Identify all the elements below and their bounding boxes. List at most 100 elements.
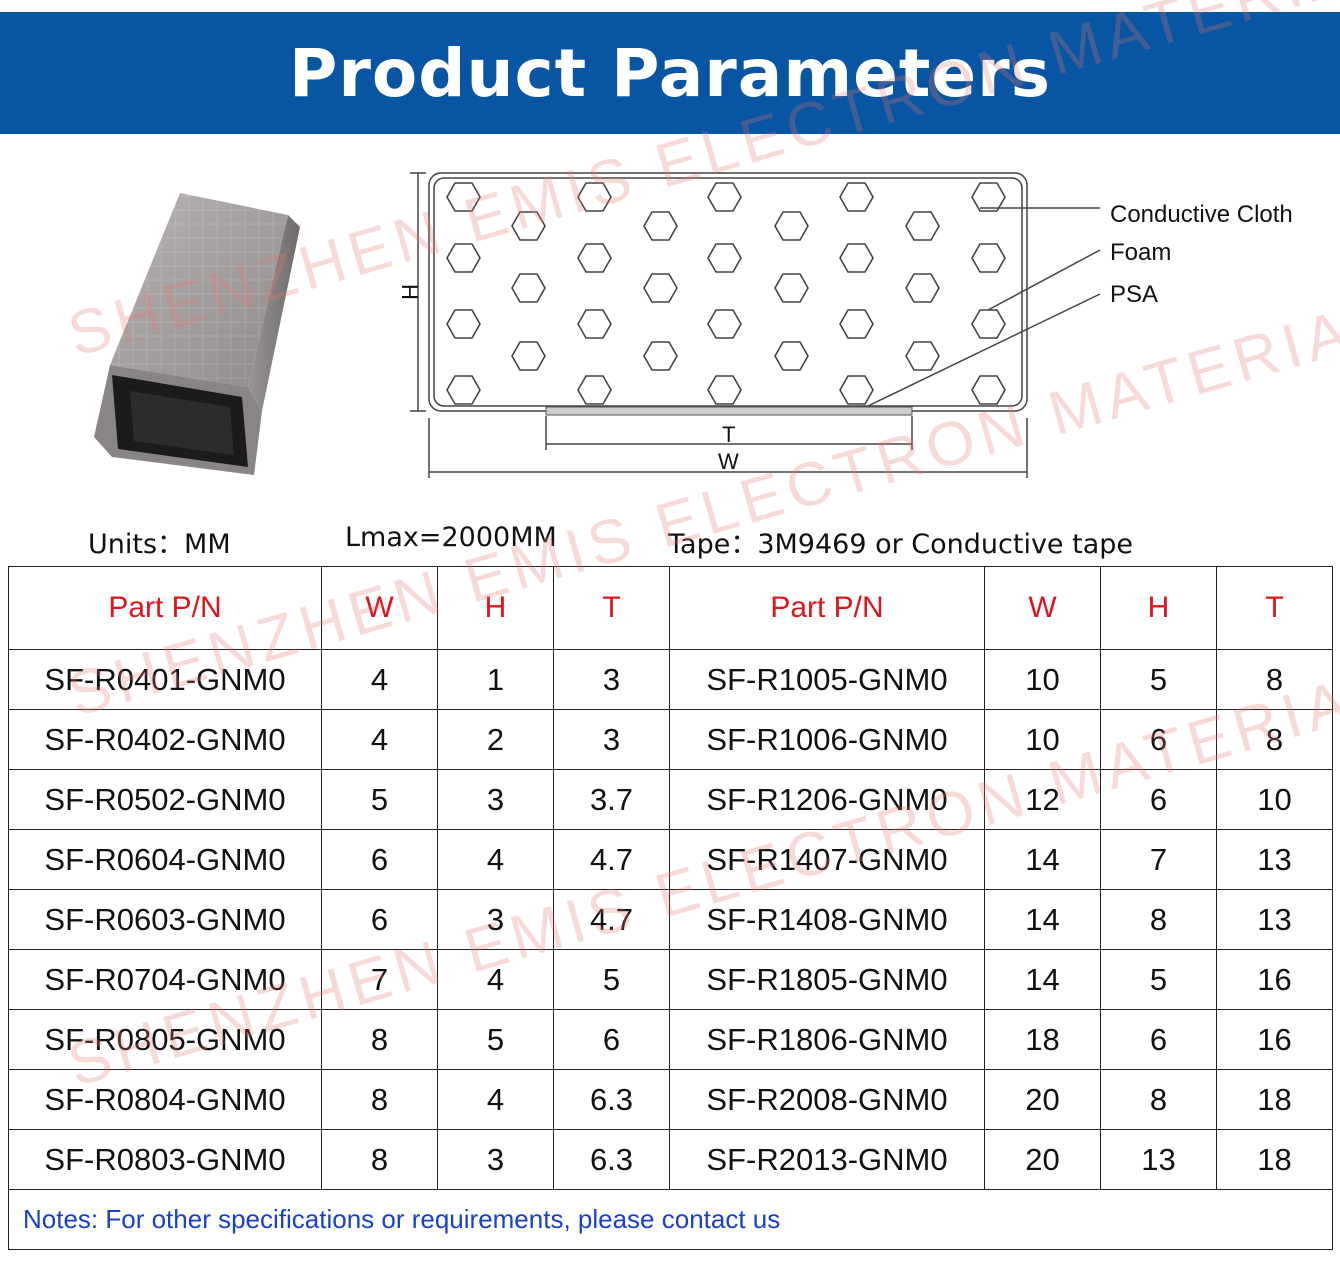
cell-h: 1 [437, 649, 554, 710]
cell-w: 4 [321, 709, 438, 770]
diagram-body [410, 172, 1101, 478]
cell-w: 12 [984, 769, 1101, 830]
cell-w: 10 [984, 709, 1101, 770]
label-conductive-cloth: Conductive Cloth [1110, 201, 1293, 228]
cell-part-pn: SF-R0502-GNM0 [8, 769, 322, 830]
cell-w: 20 [984, 1129, 1101, 1190]
lmax-text: Lmax=2000MM [345, 522, 557, 553]
cell-h: 3 [437, 889, 554, 950]
cell-part-pn: SF-R1005-GNM0 [669, 649, 985, 710]
cell-h: 6 [1100, 1009, 1217, 1070]
cell-part-pn: SF-R1805-GNM0 [669, 949, 985, 1010]
header-w: W [984, 566, 1101, 650]
header-part-pn: Part P/N [8, 566, 322, 650]
cell-t: 6 [553, 1009, 670, 1070]
cell-part-pn: SF-R2013-GNM0 [669, 1129, 985, 1190]
cell-part-pn: SF-R1407-GNM0 [669, 829, 985, 890]
cell-t: 6.3 [553, 1129, 670, 1190]
cell-part-pn: SF-R1408-GNM0 [669, 889, 985, 950]
cell-w: 6 [321, 829, 438, 890]
cell-t: 3 [553, 709, 670, 770]
cell-part-pn: SF-R0704-GNM0 [8, 949, 322, 1010]
cell-t: 4.7 [553, 889, 670, 950]
header-h: H [437, 566, 554, 650]
table-header-row: Part P/N W H T Part P/N W H T [8, 566, 1333, 650]
cell-h: 8 [1100, 889, 1217, 950]
cell-t: 13 [1216, 829, 1333, 890]
header-w: W [321, 566, 438, 650]
cell-h: 5 [1100, 949, 1217, 1010]
cell-w: 18 [984, 1009, 1101, 1070]
cell-h: 5 [437, 1009, 554, 1070]
cell-t: 18 [1216, 1069, 1333, 1130]
cell-part-pn: SF-R0805-GNM0 [8, 1009, 322, 1070]
cell-t: 18 [1216, 1129, 1333, 1190]
cell-h: 3 [437, 769, 554, 830]
cell-part-pn: SF-R1206-GNM0 [669, 769, 985, 830]
header-part-pn: Part P/N [669, 566, 985, 650]
cell-t: 16 [1216, 949, 1333, 1010]
page-title: Product Parameters [288, 34, 1052, 112]
header-h: H [1100, 566, 1217, 650]
cell-part-pn: SF-R0804-GNM0 [8, 1069, 322, 1130]
cell-part-pn: SF-R0803-GNM0 [8, 1129, 322, 1190]
cell-h: 4 [437, 949, 554, 1010]
cell-part-pn: SF-R0603-GNM0 [8, 889, 322, 950]
notes-row: Notes: For other specifications or requi… [8, 1189, 1333, 1250]
parameters-table: Part P/N W H T Part P/N W H T SF-R0401-G… [8, 566, 1333, 1250]
cell-w: 6 [321, 889, 438, 950]
cell-w: 8 [321, 1069, 438, 1130]
cell-h: 6 [1100, 769, 1217, 830]
header-t: T [1216, 566, 1333, 650]
cell-w: 4 [321, 649, 438, 710]
cell-t: 8 [1216, 709, 1333, 770]
cell-part-pn: SF-R1006-GNM0 [669, 709, 985, 770]
cell-w: 14 [984, 889, 1101, 950]
cell-part-pn: SF-R0402-GNM0 [8, 709, 322, 770]
cell-w: 8 [321, 1129, 438, 1190]
cell-w: 8 [321, 1009, 438, 1070]
cell-h: 5 [1100, 649, 1217, 710]
cell-h: 7 [1100, 829, 1217, 890]
cell-h: 8 [1100, 1069, 1217, 1130]
psa-strip [545, 406, 913, 416]
label-psa: PSA [1110, 281, 1158, 308]
cell-part-pn: SF-R0401-GNM0 [8, 649, 322, 710]
notes-text: Notes: For other specifications or requi… [8, 1189, 1333, 1250]
cell-t: 16 [1216, 1009, 1333, 1070]
dim-t: T [722, 422, 735, 447]
cell-h: 2 [437, 709, 554, 770]
cell-part-pn: SF-R0604-GNM0 [8, 829, 322, 890]
dim-h: H [397, 284, 422, 300]
cell-h: 13 [1100, 1129, 1217, 1190]
cross-section-diagram: Conductive Cloth Foam PSA H T W [397, 172, 1293, 478]
cell-h: 4 [437, 829, 554, 890]
units-text: Units：MM [88, 529, 231, 560]
product-photo [94, 193, 300, 475]
cell-t: 10 [1216, 769, 1333, 830]
cell-w: 14 [984, 829, 1101, 890]
cell-part-pn: SF-R2008-GNM0 [669, 1069, 985, 1130]
cell-t: 3.7 [553, 769, 670, 830]
cell-w: 14 [984, 949, 1101, 1010]
dim-w: W [718, 449, 739, 474]
cell-t: 5 [553, 949, 670, 1010]
spec-summary: Units：MM Lmax=2000MM Tape：3M9469 or Cond… [0, 518, 1340, 560]
cell-w: 7 [321, 949, 438, 1010]
cell-t: 13 [1216, 889, 1333, 950]
title-banner: Product Parameters [0, 12, 1340, 134]
cell-t: 3 [553, 649, 670, 710]
cell-h: 4 [437, 1069, 554, 1130]
cell-h: 6 [1100, 709, 1217, 770]
cell-w: 10 [984, 649, 1101, 710]
cell-h: 3 [437, 1129, 554, 1190]
tape-text: Tape：3M9469 or Conductive tape [668, 529, 1134, 560]
